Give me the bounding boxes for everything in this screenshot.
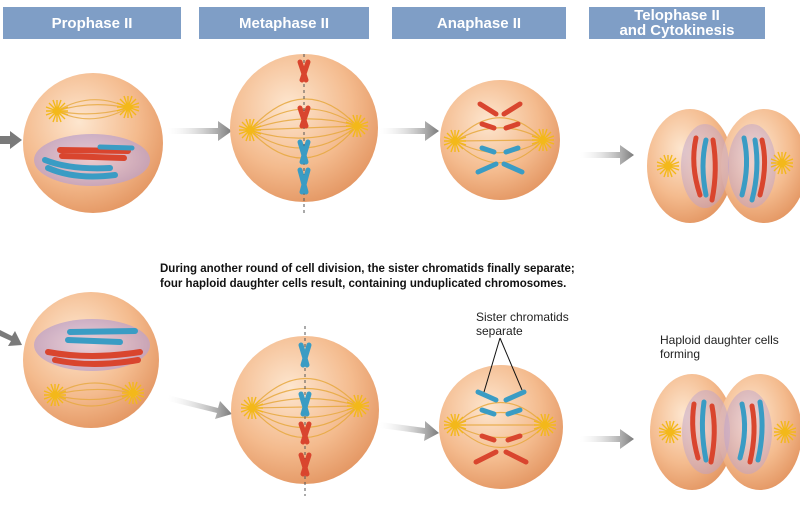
cell-prophase-top [23,73,163,213]
cell-telophase-bottom [650,374,800,490]
caption: During another round of cell division, t… [160,263,575,290]
cell-prophase-bottom [23,292,159,428]
header-label: Anaphase II [436,14,522,32]
annotation-haploid-cells: Haploid daughter cells forming [660,333,779,361]
cell-anaphase-bottom [439,337,563,489]
annotation-sister-chromatids: Sister chromatids separate [476,310,569,338]
cell-metaphase-bottom [231,326,379,496]
header-telophase-ii: Telophase II and Cytokinesis [589,7,765,39]
header-prophase-ii: Prophase II [3,7,181,39]
header-anaphase-ii: Anaphase II [392,7,566,39]
cell-telophase-top [647,109,800,223]
cell-anaphase-top [440,80,560,200]
header-label: Metaphase II [238,14,330,32]
header-label: Telophase II and Cytokinesis [619,7,735,39]
cell-metaphase-top [230,54,378,214]
header-metaphase-ii: Metaphase II [199,7,369,39]
header-label: Prophase II [51,14,133,32]
